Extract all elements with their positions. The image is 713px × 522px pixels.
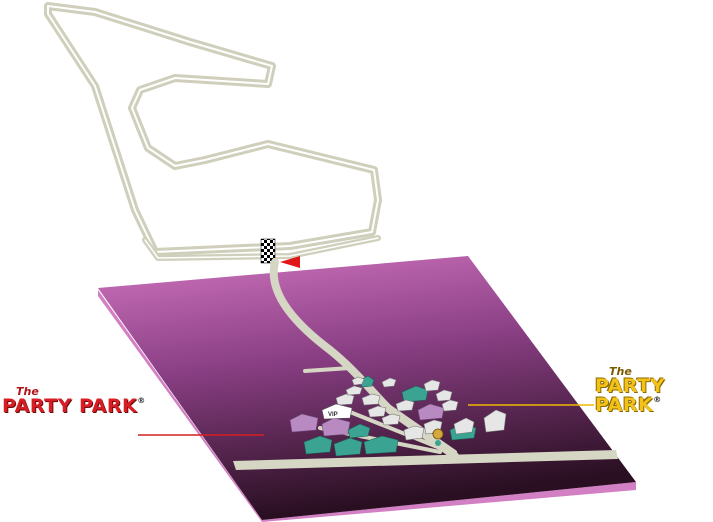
main-road [233,450,618,470]
logo-right-reg: ® [653,395,662,404]
party-park-logo-right: The PARTY PARK® [595,366,713,415]
tents [289,375,507,457]
logo-left-name: PARTY PARK [2,395,138,417]
vip-tent [321,403,353,420]
checkered-flag-icon [260,238,276,264]
vip-label: VIP [328,412,338,418]
party-park-logo-left: The PARTY PARK® [2,386,145,416]
logo-left-reg: ® [137,396,146,405]
start-arrow-icon [280,256,300,268]
logo-left-the: The [16,385,39,398]
logo-right-the: The [609,365,632,378]
circuit-track [44,2,382,261]
logo-right-name: PARTY PARK [595,375,665,416]
ground-plate-edge-bottom [262,482,636,522]
ground-plate-edge-left [98,290,262,522]
